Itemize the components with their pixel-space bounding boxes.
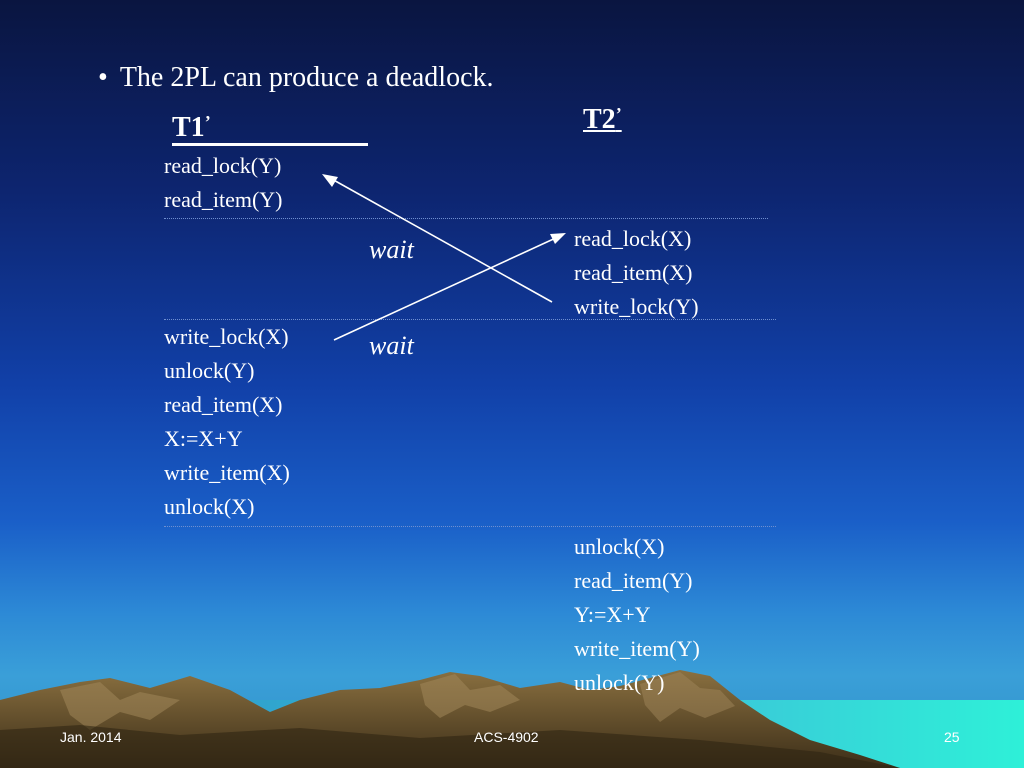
footer-page-number: 25 xyxy=(944,729,960,745)
arrowhead-icon xyxy=(322,174,338,187)
t2-step: read_item(Y) xyxy=(574,568,693,593)
t2-heading: T2’ xyxy=(583,104,622,135)
t1-step: unlock(Y) xyxy=(164,358,255,383)
wait-arrow-t2-to-t1 xyxy=(329,177,553,303)
bullet-text: •The 2PL can produce a deadlock. xyxy=(98,62,494,93)
wait-label: wait xyxy=(369,331,414,360)
t1-step: write_item(X) xyxy=(164,460,290,485)
arrowhead-icon xyxy=(550,233,566,244)
t2-step: Y:=X+Y xyxy=(574,602,651,627)
wait-arrow-t1-to-t2 xyxy=(333,235,561,341)
t1-step: write_lock(X) xyxy=(164,324,289,349)
footer-course: ACS-4902 xyxy=(474,729,539,745)
schedule-divider xyxy=(164,319,776,320)
t2-step: unlock(X) xyxy=(574,534,665,559)
schedule-divider xyxy=(164,526,776,527)
t2-step: write_lock(Y) xyxy=(574,294,699,319)
t2-step: write_item(Y) xyxy=(574,636,700,661)
t1-step: X:=X+Y xyxy=(164,426,243,451)
t1-heading: T1’ xyxy=(172,112,211,143)
t1-step: unlock(X) xyxy=(164,494,255,519)
t2-step: read_lock(X) xyxy=(574,226,692,251)
schedule-divider xyxy=(164,218,768,219)
t1-step: read_item(Y) xyxy=(164,187,283,212)
t1-step: read_lock(Y) xyxy=(164,153,282,178)
t1-heading-underline xyxy=(172,143,368,146)
wait-label: wait xyxy=(369,235,414,264)
t1-step: read_item(X) xyxy=(164,392,283,417)
t2-step: read_item(X) xyxy=(574,260,693,285)
t2-step: unlock(Y) xyxy=(574,670,665,695)
footer-date: Jan. 2014 xyxy=(60,729,122,745)
